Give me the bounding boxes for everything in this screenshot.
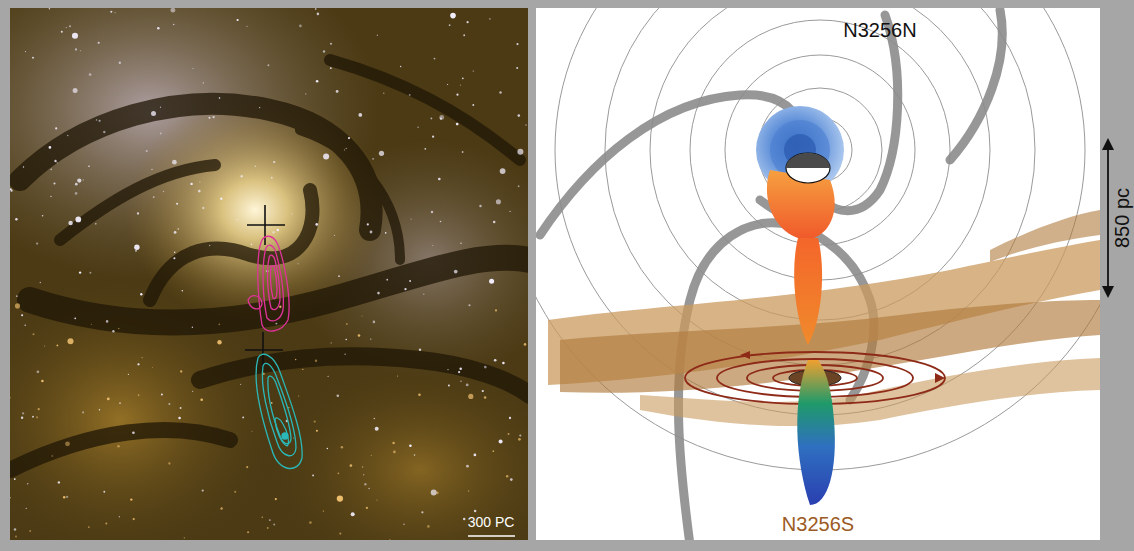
region-label: N3256S	[782, 514, 854, 534]
galaxy-image	[10, 8, 528, 540]
scale-label: 850 pc	[1112, 188, 1132, 248]
region-label: N3256N	[843, 20, 916, 40]
schematic	[536, 8, 1100, 540]
scale-label: 300 PC	[468, 515, 515, 529]
